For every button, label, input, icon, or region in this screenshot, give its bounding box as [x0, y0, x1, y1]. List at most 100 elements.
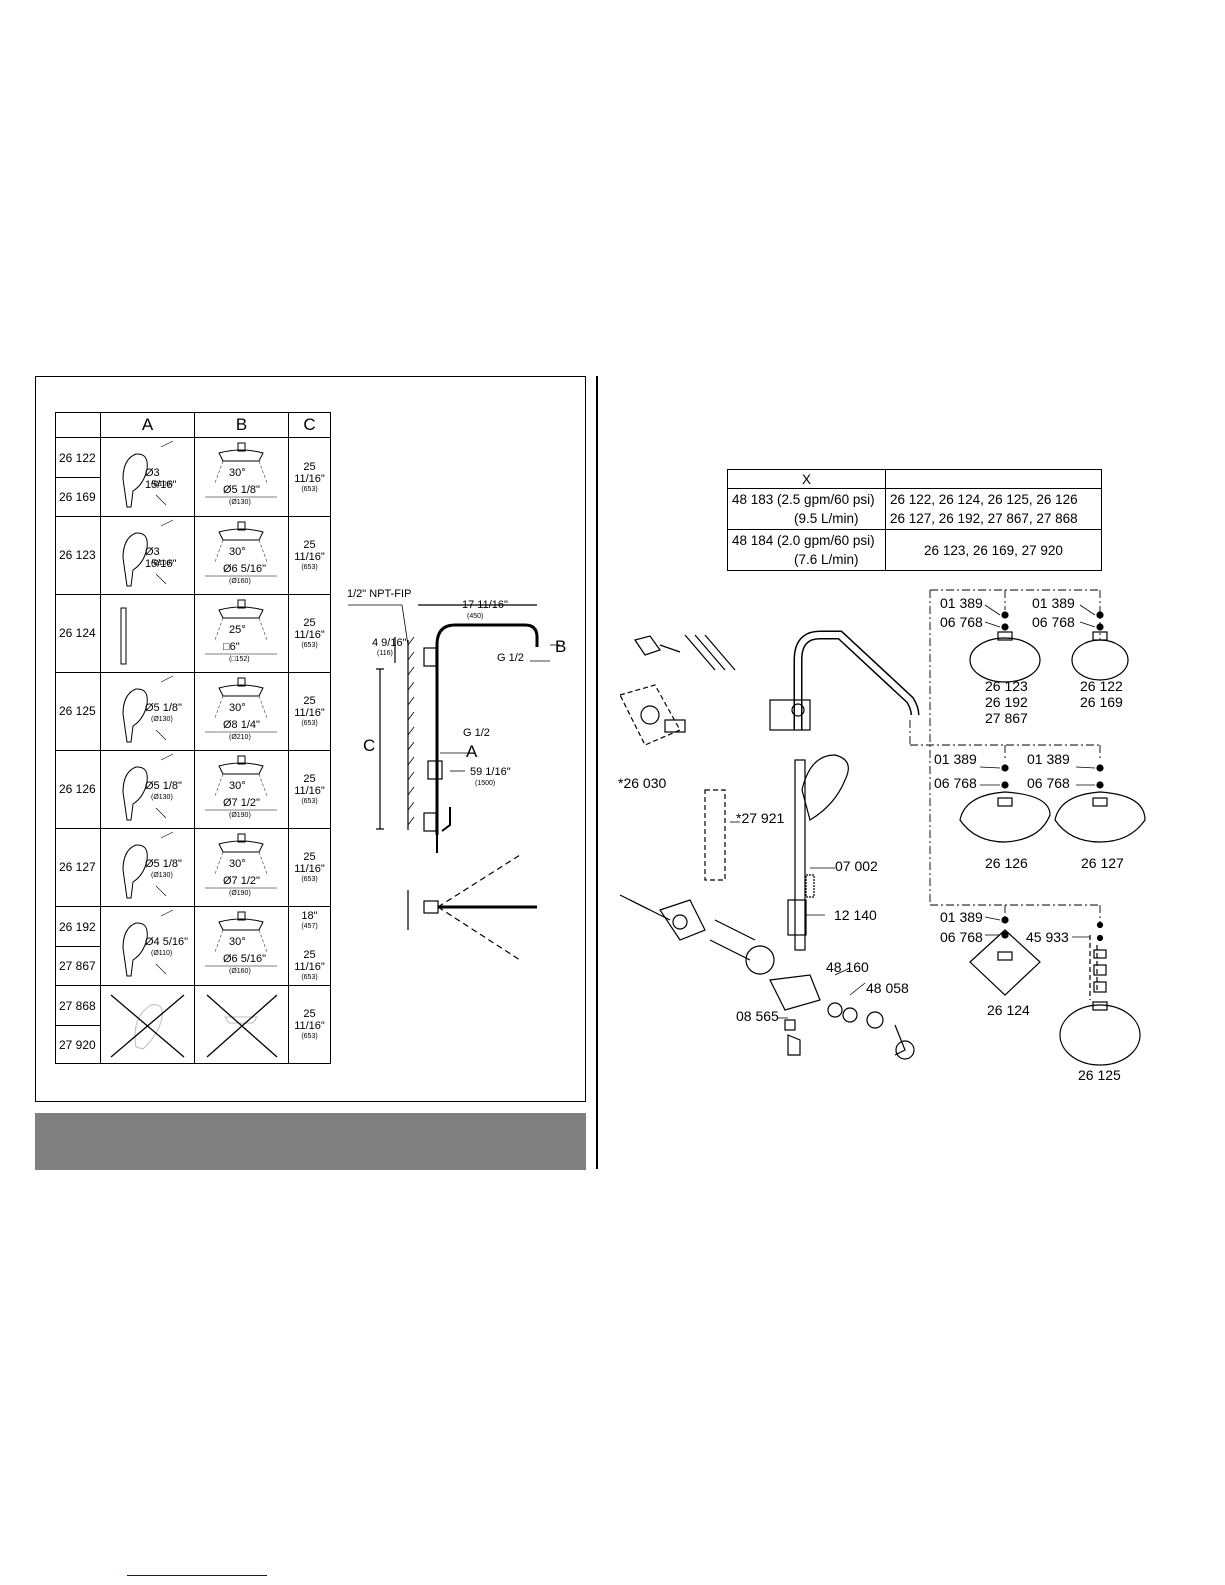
- head-shower-cell: 30°Ø5 1/8"(Ø130): [194, 437, 289, 517]
- model-code-cell: 26 124: [55, 594, 101, 673]
- arm-length-dim: 25 11/16": [294, 1008, 325, 1032]
- arm-length-dim: 25 11/16": [294, 851, 325, 875]
- head-shower-dim: □6": [223, 640, 240, 653]
- hand-shower-icon: [122, 753, 174, 820]
- head-shower-icon: [205, 677, 277, 732]
- head-shower-mm: (Ø190): [229, 811, 251, 819]
- arm-length-alt: 25 11/16"(653): [289, 949, 330, 982]
- hand-shower-cell: Ø5 1/8"(Ø130): [100, 672, 195, 751]
- arm-length-mm: (653): [301, 1033, 318, 1040]
- arm-length-cell: 18"(457) 25 11/16"(653): [288, 906, 331, 986]
- flow-models: 26 127, 26 192, 27 867, 27 868: [890, 511, 1078, 526]
- hand-shower-mm: (Ø130): [151, 793, 173, 801]
- hand-shower-cell: [100, 985, 195, 1064]
- hand-shower-dim: Ø5 1/8": [145, 857, 182, 870]
- arm-length-dim: 25 11/16": [294, 949, 325, 973]
- g2-seal: 01 389: [1032, 595, 1075, 611]
- g1-filter: 06 768: [940, 614, 983, 630]
- head-shower-icon: [205, 833, 277, 888]
- hand-shower-mm: (Ø100): [151, 481, 173, 488]
- head-shower-figure: 30°Ø5 1/8"(Ø130): [195, 439, 288, 515]
- arm-length-dim: 25 11/16": [294, 773, 325, 797]
- hand-shower-cell: [100, 594, 195, 673]
- arm-length-mm: (653): [301, 876, 318, 883]
- g3-filter: 06 768: [934, 775, 977, 791]
- g3-model: 26 126: [985, 855, 1028, 871]
- hand-shower-dim: Ø5 1/8": [145, 701, 182, 714]
- flow-models-cell: 26 122, 26 124, 26 125, 26 126 26 127, 2…: [885, 488, 1102, 530]
- head-shower-dim: Ø8 1/4": [223, 718, 260, 731]
- arm-length-dim: 25 11/16": [294, 460, 325, 485]
- model-code: 26 124: [59, 626, 96, 640]
- arm-length-mm: (653): [301, 720, 318, 727]
- table-row: 48 184 (2.0 gpm/60 psi) (7.6 L/min) 26 1…: [727, 529, 1102, 571]
- model-code: 26 126: [59, 782, 96, 796]
- hand-shower-figure: Ø5 1/8"(Ø130): [101, 752, 194, 828]
- g4-model: 26 127: [1081, 855, 1124, 871]
- spray-angle: 30°: [229, 857, 246, 870]
- arm-length: 25 11/16"(653): [289, 851, 330, 884]
- arm-length-cell: 25 11/16"(653): [288, 750, 331, 829]
- footer-link-underline: [127, 1575, 267, 1576]
- arm-length: 25 11/16"(653): [289, 773, 330, 806]
- hose-dim: 59 1/16": [470, 766, 511, 778]
- hand-shower-mm: (Ø130): [151, 871, 173, 879]
- arm-length-cell: 25 11/16"(653): [288, 828, 331, 907]
- width-dim: 17 11/16": [462, 599, 508, 611]
- arm-length-mm: (653): [301, 798, 318, 805]
- flow-models: 26 122, 26 124, 26 125, 26 126: [890, 492, 1078, 507]
- gray-footer-bar: [35, 1113, 586, 1170]
- g2-model: 26 122: [1080, 678, 1123, 694]
- header-b: B: [194, 412, 289, 438]
- hand-shower-icon: [122, 909, 174, 977]
- head-shower-icon: [205, 521, 277, 576]
- g1-model: 27 867: [985, 710, 1028, 726]
- head-shower-dim: Ø5 1/8": [223, 484, 260, 496]
- g6-part: 45 933: [1026, 929, 1069, 945]
- part-48160: 48 160: [826, 959, 869, 975]
- model-code: 27 868: [59, 998, 96, 1013]
- hand-shower-dim: Ø3 15/16": [145, 545, 177, 570]
- g5-model: 26 124: [987, 1002, 1030, 1018]
- npt-label: 1/2" NPT-FIP: [347, 588, 412, 600]
- head-shower-figure: 30°Ø8 1/4"(Ø210): [195, 674, 288, 750]
- g2-filter: 06 768: [1032, 614, 1075, 630]
- exploded-parts-diagram: [619, 589, 1146, 1066]
- arm-length: 18"(457): [289, 910, 330, 931]
- head-shower-mm: (Ø130): [229, 499, 251, 506]
- model-code: 26 123: [59, 548, 96, 562]
- arm-length-mm: (457): [301, 923, 318, 930]
- part-26030: *26 030: [618, 775, 667, 791]
- head-shower-mm: (□152): [229, 655, 250, 663]
- hand-shower-dim: Ø3 15/16": [145, 467, 177, 491]
- label-a: A: [466, 742, 478, 761]
- arm-length: 25 11/16"(653): [289, 461, 330, 494]
- model-code: 26 122: [59, 450, 96, 465]
- head-shower-cell: 30°Ø7 1/2"(Ø190): [194, 828, 289, 907]
- arm-length-dim: 18": [301, 910, 318, 922]
- flow-header-x: X: [727, 469, 886, 489]
- crossed-hand-shower-icon: [110, 994, 185, 1057]
- head-shower-dim: Ø7 1/2": [223, 874, 260, 887]
- spray-angle: 30°: [229, 779, 246, 792]
- table-row: 26 126 Ø5 1/8"(Ø130)30°Ø7 1/2"(Ø190)25 11…: [55, 750, 331, 829]
- label-c: C: [363, 736, 376, 755]
- part-08565: 08 565: [736, 1008, 779, 1024]
- head-shower-figure: 30°Ø7 1/2"(Ø190): [195, 752, 288, 828]
- head-shower-mm: (Ø160): [229, 577, 251, 585]
- head-shower-dim: Ø6 5/16": [223, 953, 267, 965]
- hand-shower-figure: Ø5 1/8"(Ø130): [101, 830, 194, 906]
- width-mm: (450): [467, 613, 484, 620]
- g5-seal: 01 389: [940, 909, 983, 925]
- g-top-label: G 1/2: [497, 652, 524, 664]
- flow-header-blank: [885, 469, 1102, 489]
- arm-length-dim: 25 11/16": [294, 695, 325, 719]
- head-shower-figure: 30°Ø6 5/16"(Ø160): [195, 908, 288, 984]
- installation-diagram: [348, 604, 560, 961]
- arm-length-mm: (653): [301, 974, 318, 981]
- g5-filter: 06 768: [940, 929, 983, 945]
- hand-shower-mm: (Ø100): [151, 559, 173, 567]
